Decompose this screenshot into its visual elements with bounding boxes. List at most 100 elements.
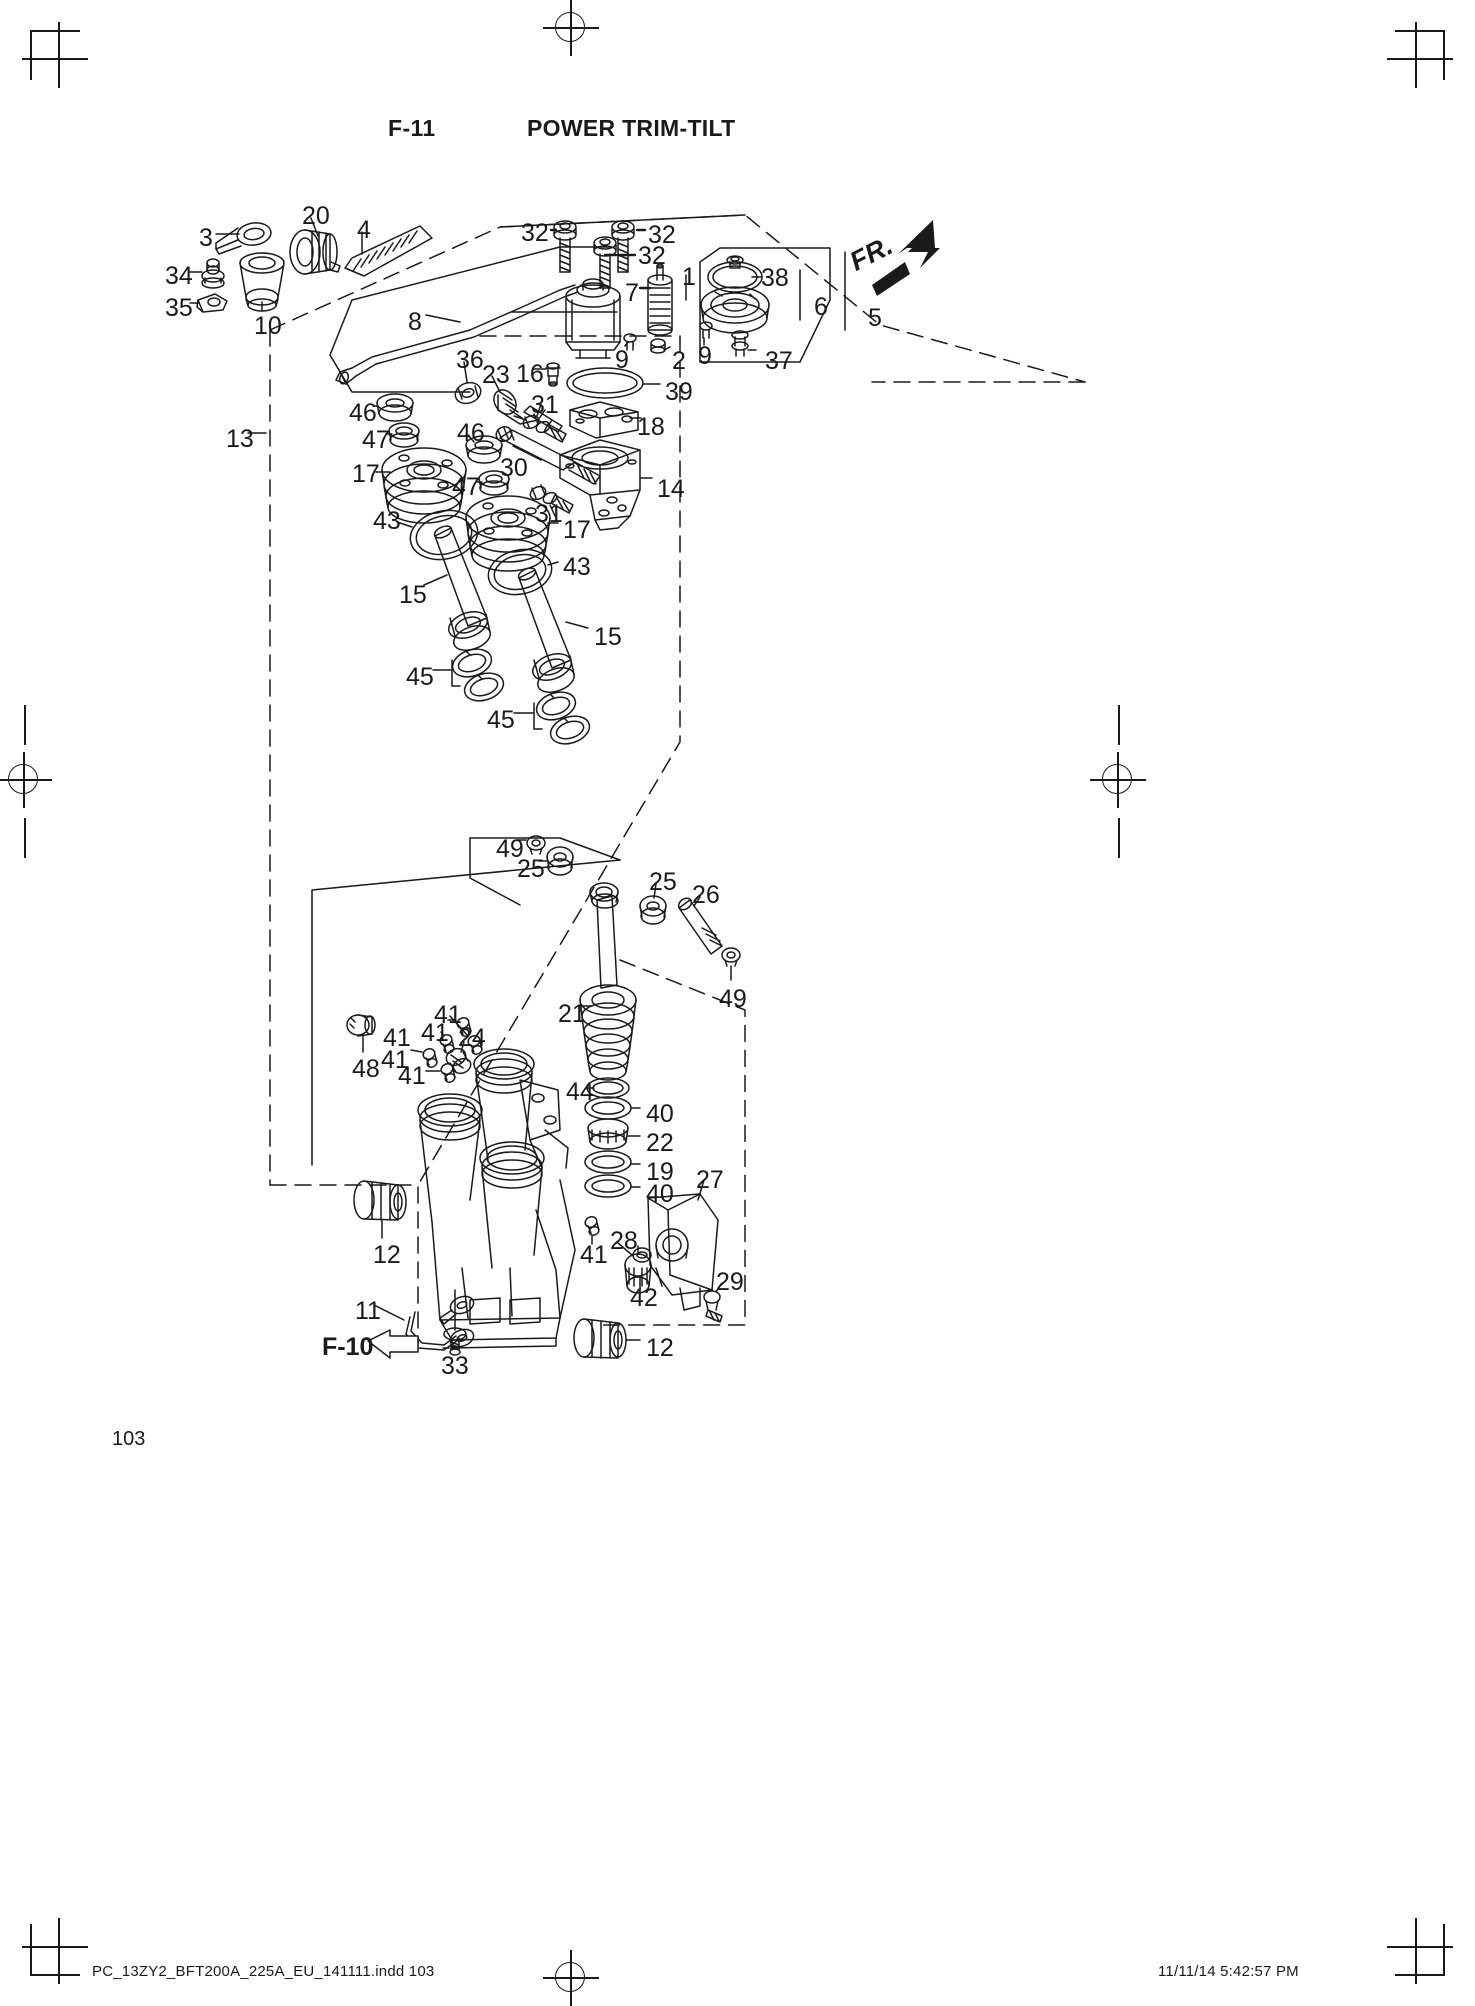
leader-36: [463, 361, 468, 383]
callout-23[interactable]: 23: [482, 361, 510, 389]
callout-6[interactable]: 6: [814, 293, 828, 321]
callout-37[interactable]: 37: [765, 347, 793, 375]
callout-30[interactable]: 30: [500, 454, 528, 482]
callout-26[interactable]: 26: [692, 881, 720, 909]
callout-44[interactable]: 44: [566, 1078, 594, 1106]
callout-41[interactable]: 41: [580, 1241, 608, 1269]
page-number: 103: [112, 1428, 146, 1450]
leader-41d: [410, 1049, 423, 1053]
callout-17[interactable]: 17: [352, 460, 380, 488]
part-31-bolt-b: [529, 484, 574, 514]
callout-10[interactable]: 10: [254, 312, 282, 340]
callout-1[interactable]: 1: [682, 263, 696, 291]
callout-49[interactable]: 49: [719, 985, 747, 1013]
leader-45a-bracket: [451, 659, 461, 687]
group-boundary-inner: [417, 335, 1086, 1186]
callout-22[interactable]: 22: [646, 1129, 674, 1157]
part-31-bolt-a: [522, 413, 567, 443]
callout-24[interactable]: 24: [458, 1024, 486, 1052]
leader-29: [715, 1283, 722, 1293]
part-22-seal: [587, 1118, 629, 1150]
part-20-clamp: [289, 229, 341, 275]
group-boundary-box5: [699, 247, 846, 363]
callout-25[interactable]: 25: [517, 855, 545, 883]
callout-9[interactable]: 9: [615, 346, 629, 374]
callout-43[interactable]: 43: [563, 553, 591, 581]
callout-15[interactable]: 15: [594, 623, 622, 651]
callout-5[interactable]: 5: [868, 304, 882, 332]
callout-38[interactable]: 38: [761, 264, 789, 292]
leader-25b: [653, 883, 657, 899]
callout-41[interactable]: 41: [421, 1019, 449, 1047]
callout-27[interactable]: 27: [696, 1166, 724, 1194]
callout-36[interactable]: 36: [456, 346, 484, 374]
callout-33[interactable]: 33: [441, 1352, 469, 1380]
callout-41[interactable]: 41: [381, 1046, 409, 1074]
footer-file-name: PC_13ZY2_BFT200A_225A_EU_141111.indd 103: [92, 1963, 435, 1980]
callout-42[interactable]: 42: [630, 1284, 658, 1312]
part-49-nut-b: [721, 947, 741, 967]
callout-32[interactable]: 32: [638, 242, 666, 270]
callout-29[interactable]: 29: [716, 1268, 744, 1296]
part-main-housing: [417, 1048, 576, 1349]
callout-7[interactable]: 7: [625, 279, 639, 307]
callout-49[interactable]: 49: [496, 835, 524, 863]
callout-11[interactable]: 11: [355, 1297, 381, 1325]
callout-15[interactable]: 15: [399, 581, 427, 609]
part-25-bushing-a: [546, 846, 574, 876]
callout-43[interactable]: 43: [373, 507, 401, 535]
callout-31[interactable]: 31: [531, 391, 559, 419]
callout-32[interactable]: 32: [648, 221, 676, 249]
callout-18[interactable]: 18: [637, 413, 665, 441]
callout-40[interactable]: 40: [646, 1180, 674, 1208]
callout-48[interactable]: 48: [352, 1055, 380, 1083]
callout-19[interactable]: 19: [646, 1158, 674, 1186]
callout-46[interactable]: 46: [457, 419, 485, 447]
callout-45[interactable]: 45: [406, 663, 434, 691]
callout-9[interactable]: 9: [698, 342, 712, 370]
group-boundary-topright: [329, 214, 746, 393]
part-15-rod-b: [517, 567, 575, 693]
cross-reference-arrow: [367, 1329, 419, 1359]
callout-41[interactable]: 41: [398, 1062, 426, 1090]
footer-timestamp: 11/11/14 5:42:57 PM: [1158, 1963, 1299, 1980]
callout-34[interactable]: 34: [165, 262, 193, 290]
callout-12[interactable]: 12: [373, 1241, 401, 1269]
callout-32[interactable]: 32: [521, 219, 549, 247]
leader-41b: [440, 1031, 445, 1037]
callout-21[interactable]: 21: [558, 1000, 586, 1028]
callout-35[interactable]: 35: [165, 294, 193, 322]
leader-23: [491, 375, 501, 393]
callout-41[interactable]: 41: [434, 1001, 462, 1029]
callout-3[interactable]: 3: [199, 224, 213, 252]
callout-40[interactable]: 40: [646, 1100, 674, 1128]
callout-12[interactable]: 12: [646, 1334, 674, 1362]
callout-25[interactable]: 25: [649, 868, 677, 896]
callout-13[interactable]: 13: [226, 425, 254, 453]
callout-16[interactable]: 16: [516, 360, 544, 388]
callout-4[interactable]: 4: [357, 216, 371, 244]
leader-2: [663, 346, 671, 351]
callout-47[interactable]: 47: [362, 426, 390, 454]
leader-15a: [423, 574, 448, 586]
callout-39[interactable]: 39: [665, 378, 693, 406]
callout-28[interactable]: 28: [610, 1227, 638, 1255]
part-48-plug: [346, 1014, 376, 1037]
callout-41[interactable]: 41: [383, 1024, 411, 1052]
part-46-bushing-b: [465, 435, 503, 464]
callout-45[interactable]: 45: [487, 706, 515, 734]
callout-46[interactable]: 46: [349, 399, 377, 427]
part-46-bushing-a: [376, 393, 414, 422]
callout-14[interactable]: 14: [657, 475, 685, 503]
part-1-motor: [565, 278, 621, 359]
callout-47[interactable]: 47: [452, 473, 480, 501]
callout-20[interactable]: 20: [302, 202, 330, 230]
callout-2[interactable]: 2: [672, 347, 686, 375]
callout-31[interactable]: 31: [535, 500, 563, 528]
callout-8[interactable]: 8: [408, 308, 422, 336]
cross-reference-label[interactable]: F-10: [322, 1333, 374, 1361]
part-7-solenoid: [647, 263, 673, 336]
registration-mark-bottom: [543, 1950, 599, 2006]
callout-17[interactable]: 17: [563, 516, 591, 544]
